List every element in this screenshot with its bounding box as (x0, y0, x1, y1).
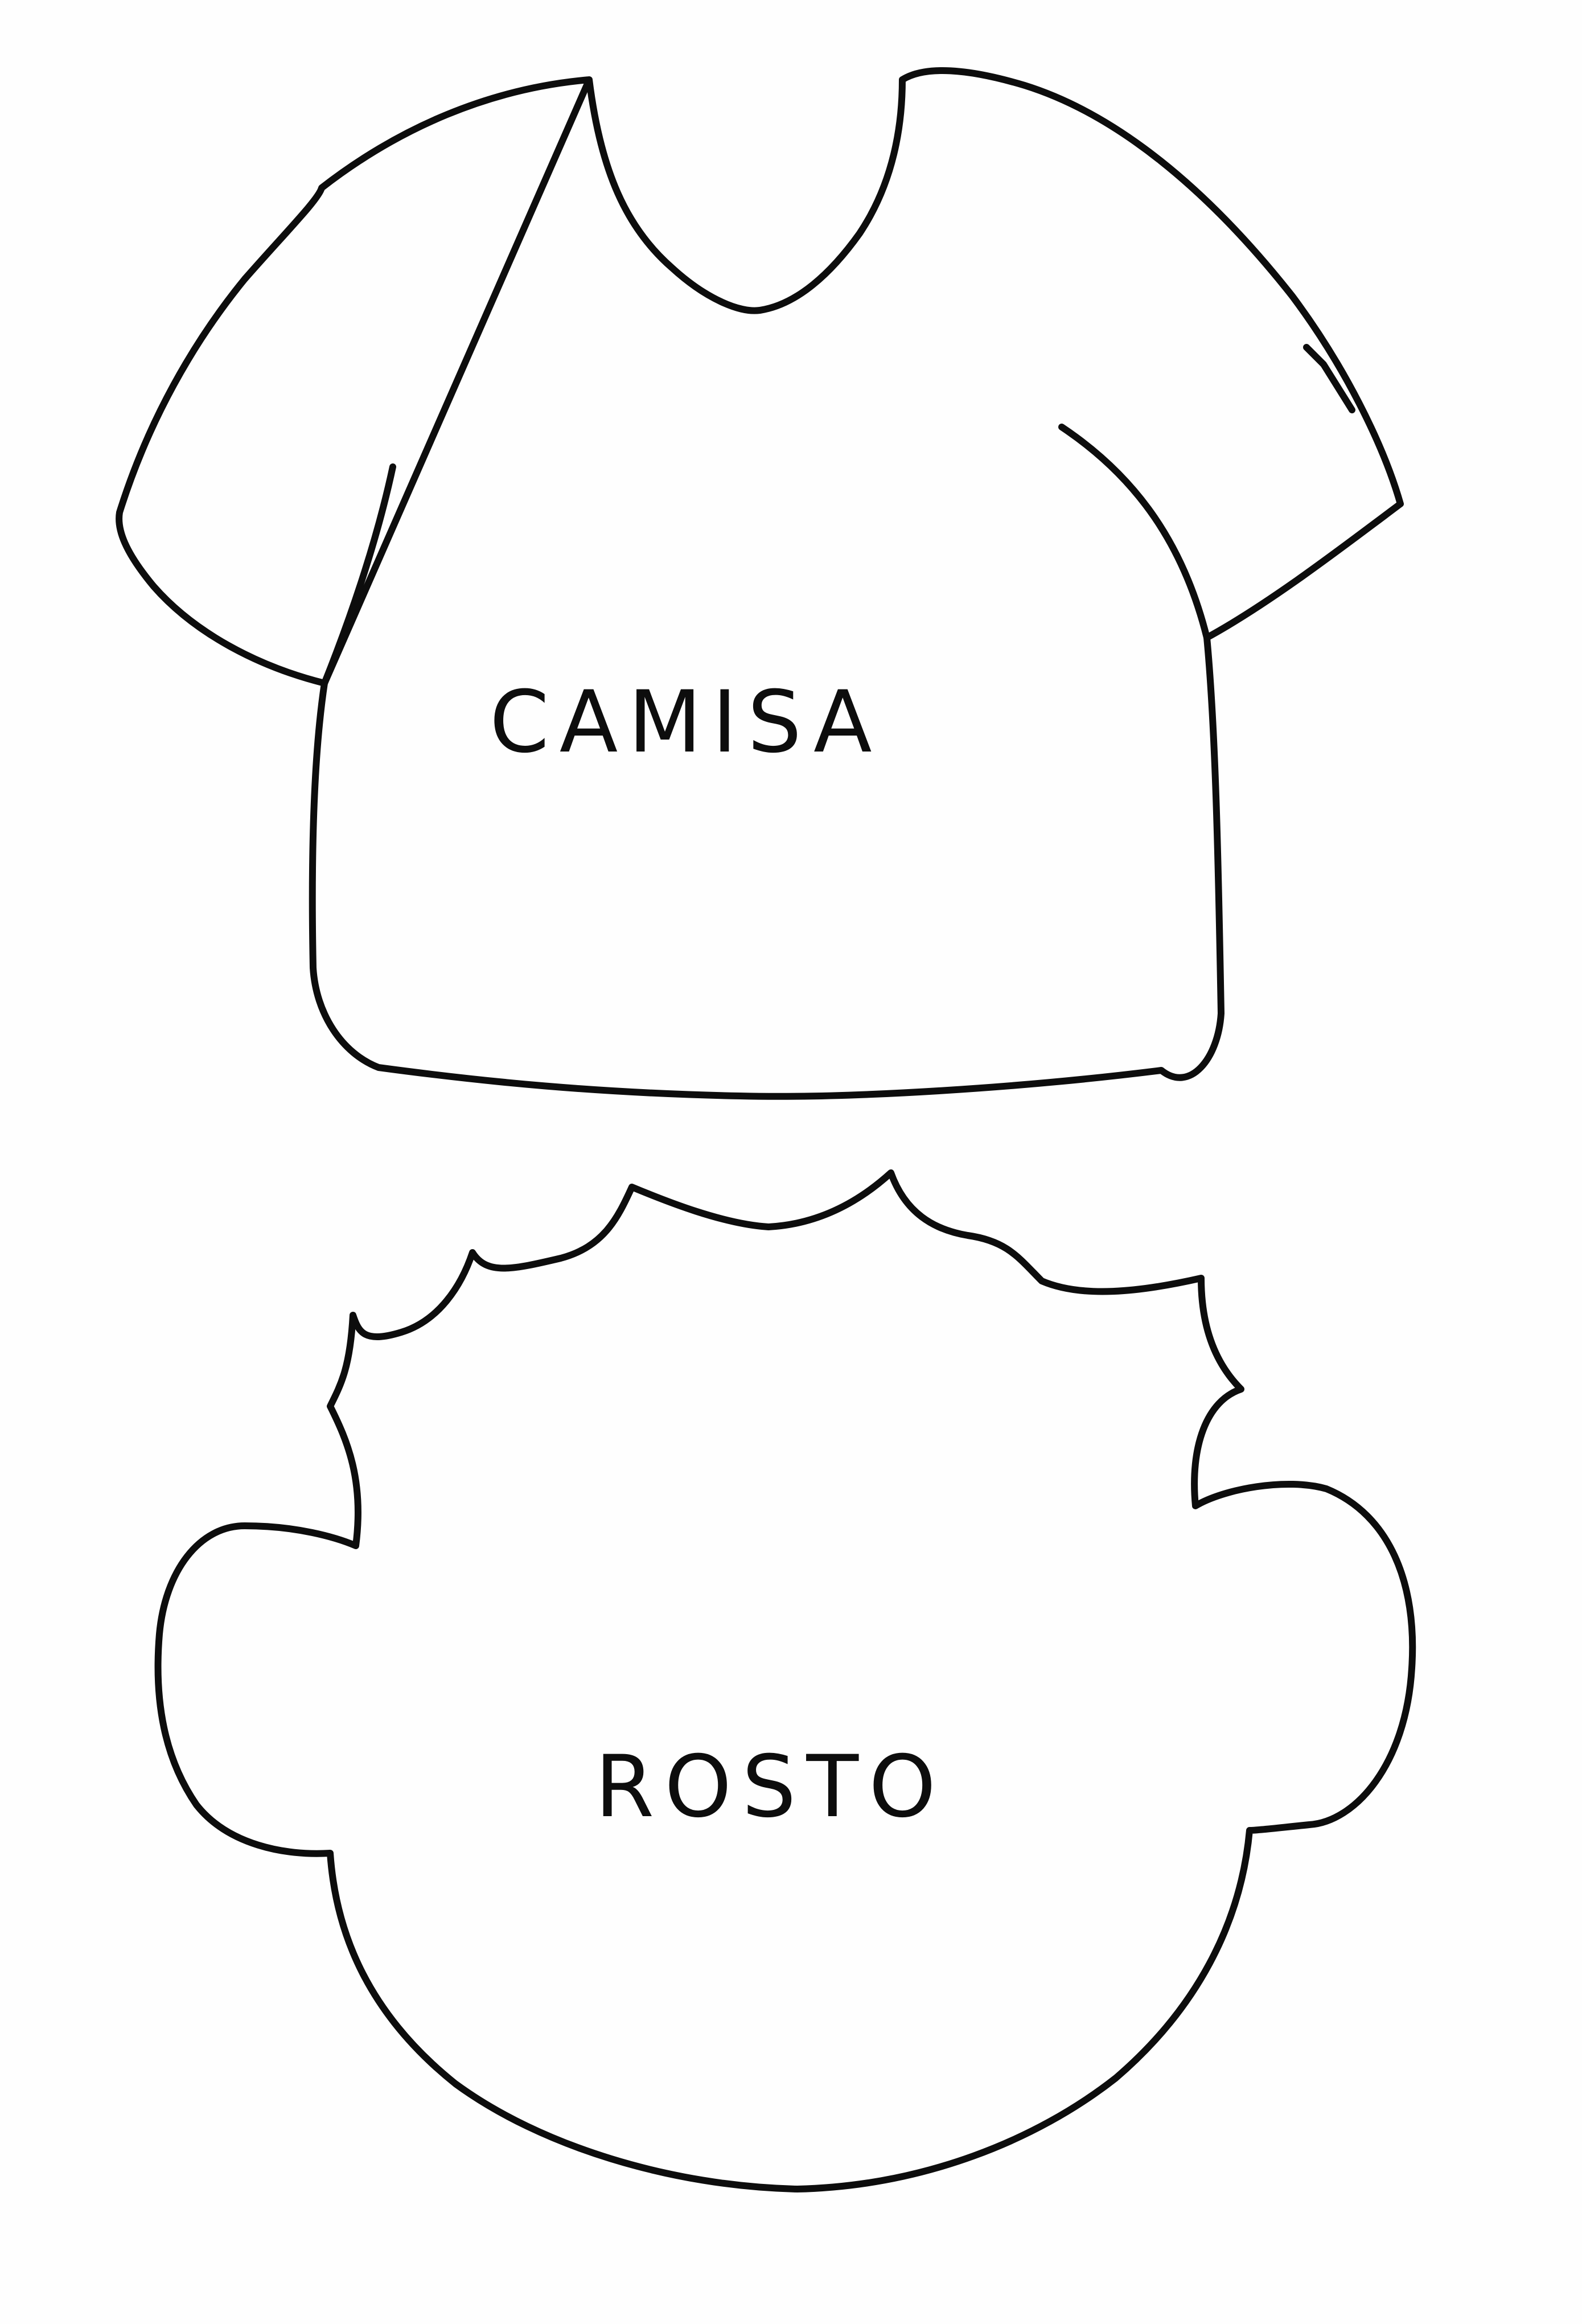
face-label: ROSTO (595, 1738, 946, 1837)
face-pattern: ROSTO (154, 1169, 1416, 2192)
shirt-shoulder-mark (1303, 344, 1355, 413)
shirt-pattern: CAMISA (116, 67, 1404, 1100)
face-outline (154, 1169, 1416, 2192)
shirt-left-sleeve-seam (321, 463, 396, 687)
shirt-right-sleeve-seam (1058, 424, 1210, 641)
shirt-label: CAMISA (490, 673, 882, 772)
shirt-outline (116, 67, 1404, 1100)
